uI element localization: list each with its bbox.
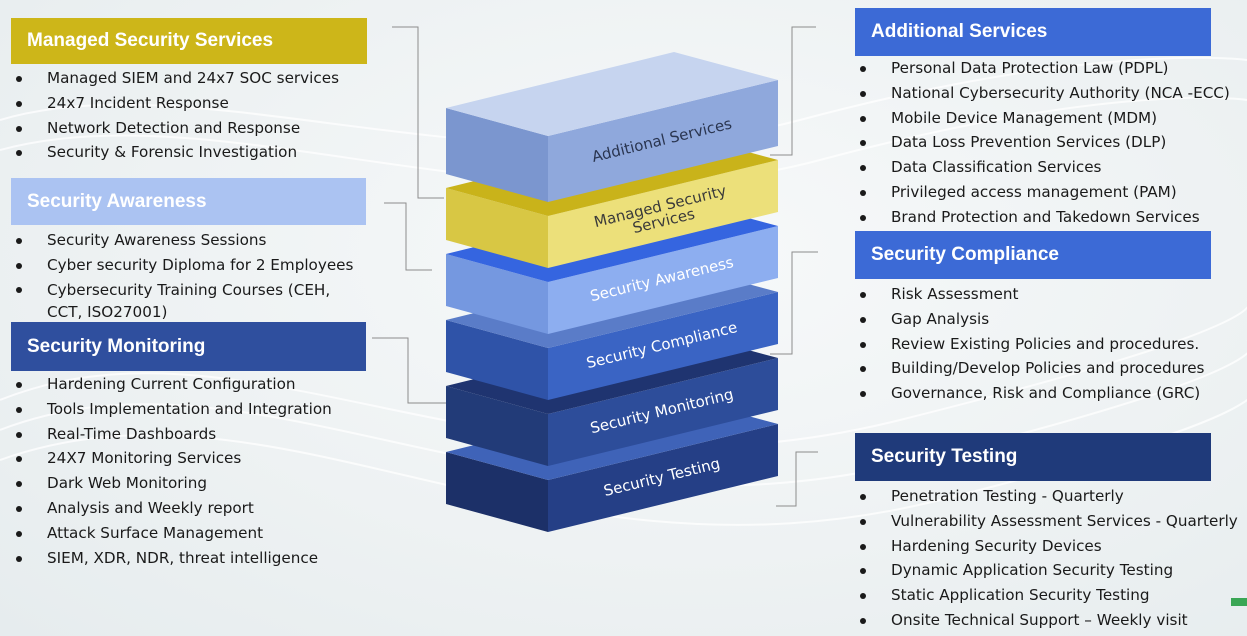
compliance-list: Risk Assessment Gap Analysis Review Exis… bbox=[855, 282, 1211, 406]
list-item: Building/Develop Policies and procedures bbox=[855, 356, 1211, 381]
panel-security-compliance: Security Compliance Risk Assessment Gap … bbox=[855, 231, 1211, 406]
list-item: National Cybersecurity Authority (NCA -E… bbox=[855, 81, 1230, 106]
list-item: Governance, Risk and Compliance (GRC) bbox=[855, 381, 1211, 406]
panel-additional-header: Additional Services bbox=[855, 8, 1211, 56]
list-item: Data Loss Prevention Services (DLP) bbox=[855, 130, 1211, 155]
layer-front-face bbox=[548, 160, 778, 268]
layer-left-face bbox=[446, 108, 548, 202]
list-item: Security & Forensic Investigation bbox=[11, 140, 367, 165]
list-item: SIEM, XDR, NDR, threat intelligence bbox=[11, 546, 366, 571]
panel-monitoring-header: Security Monitoring bbox=[11, 322, 366, 371]
list-item: Mobile Device Management (MDM) bbox=[855, 106, 1211, 131]
list-item: Hardening Security Devices bbox=[855, 534, 1211, 559]
list-item: Dark Web Monitoring bbox=[11, 471, 366, 496]
list-item: Real-Time Dashboards bbox=[11, 422, 366, 447]
list-item: Penetration Testing - Quarterly bbox=[855, 484, 1211, 509]
panel-awareness-header: Security Awareness bbox=[11, 178, 366, 225]
panel-security-monitoring: Security Monitoring Hardening Current Co… bbox=[11, 322, 366, 570]
layer-top-face bbox=[446, 52, 778, 136]
list-item: Personal Data Protection Law (PDPL) bbox=[855, 56, 1211, 81]
list-item: Security Awareness Sessions bbox=[11, 228, 351, 253]
layer-front-face bbox=[548, 80, 778, 202]
list-item: 24x7 Incident Response bbox=[11, 91, 367, 116]
list-item: Risk Assessment bbox=[855, 282, 1211, 307]
panel-additional-services: Additional Services Personal Data Protec… bbox=[855, 8, 1230, 230]
panel-managed-header: Managed Security Services bbox=[11, 18, 367, 64]
list-item: Review Existing Policies and procedures. bbox=[855, 332, 1211, 357]
monitoring-list: Hardening Current Configuration Tools Im… bbox=[11, 372, 366, 570]
layer-left-face bbox=[446, 254, 548, 334]
awareness-list: Security Awareness Sessions Cyber securi… bbox=[11, 228, 353, 323]
layer-left-face bbox=[446, 320, 548, 400]
list-item: Attack Surface Management bbox=[11, 521, 366, 546]
list-item: Analysis and Weekly report bbox=[11, 496, 366, 521]
list-item: Managed SIEM and 24x7 SOC services bbox=[11, 66, 367, 91]
panel-security-awareness: Security Awareness Security Awareness Se… bbox=[11, 178, 366, 323]
list-item: Tools Implementation and Integration bbox=[11, 397, 366, 422]
list-item: Gap Analysis bbox=[855, 307, 1211, 332]
testing-list: Penetration Testing - Quarterly Vulnerab… bbox=[855, 484, 1238, 633]
layer-front-face bbox=[548, 424, 778, 532]
list-item: Static Application Security Testing bbox=[855, 583, 1211, 608]
list-item: Privileged access management (PAM) bbox=[855, 180, 1211, 205]
list-item: Dynamic Application Security Testing bbox=[855, 558, 1211, 583]
additional-list: Personal Data Protection Law (PDPL) Nati… bbox=[855, 56, 1230, 230]
layer-left-face bbox=[446, 386, 548, 466]
layer-front-face bbox=[548, 226, 778, 334]
list-item: Hardening Current Configuration bbox=[11, 372, 366, 397]
panel-compliance-header: Security Compliance bbox=[855, 231, 1211, 279]
layer-left-face bbox=[446, 188, 548, 268]
layer-front-face bbox=[548, 358, 778, 466]
list-item: Vulnerability Assessment Services - Quar… bbox=[855, 509, 1238, 534]
list-item: Onsite Technical Support – Weekly visit bbox=[855, 608, 1211, 633]
panel-security-testing: Security Testing Penetration Testing - Q… bbox=[855, 433, 1238, 633]
layer-left-face bbox=[446, 452, 548, 532]
stack-layer-additional: Additional Services bbox=[446, 52, 778, 202]
list-item: Brand Protection and Takedown Services bbox=[855, 205, 1211, 230]
layer-front-face bbox=[548, 292, 778, 400]
list-item: Network Detection and Response bbox=[11, 116, 367, 141]
list-item: Cyber security Diploma for 2 Employees bbox=[11, 253, 353, 278]
panel-testing-header: Security Testing bbox=[855, 433, 1211, 481]
list-item: 24X7 Monitoring Services bbox=[11, 446, 366, 471]
panel-managed-security: Managed Security Services Managed SIEM a… bbox=[11, 18, 367, 165]
list-item: Cybersecurity Training Courses (CEH, CCT… bbox=[11, 278, 351, 323]
list-item: Data Classification Services bbox=[855, 155, 1211, 180]
managed-list: Managed SIEM and 24x7 SOC services 24x7 … bbox=[11, 66, 367, 165]
